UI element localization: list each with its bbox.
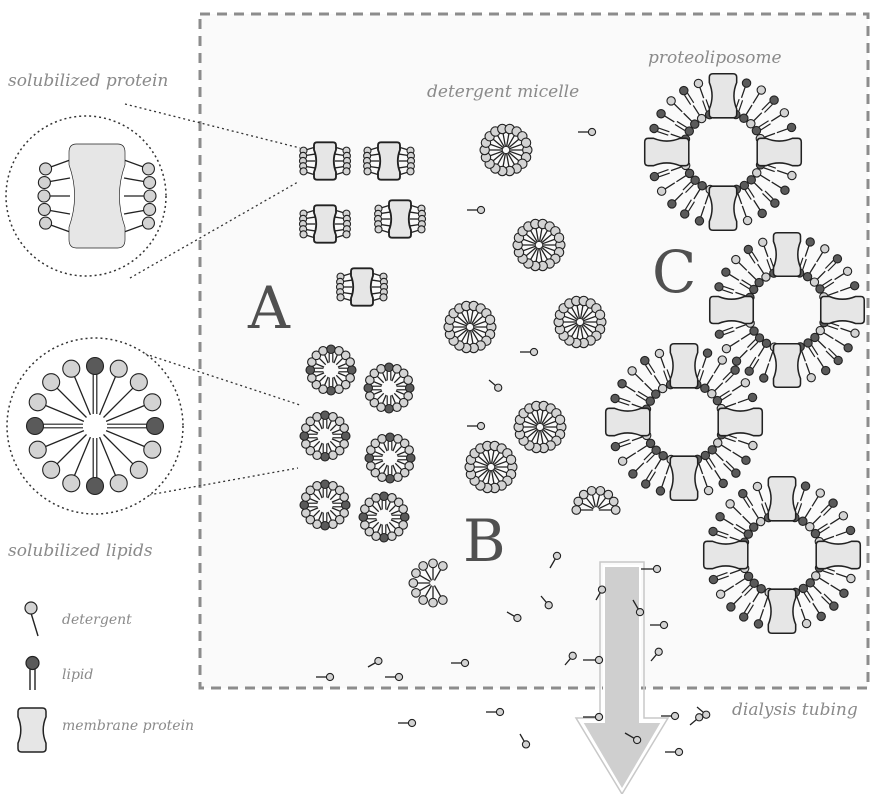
label-dialysis-tubing: dialysis tubing [732,700,858,720]
legend-label-detergent: detergent [62,612,132,628]
legend-item-detergent: detergent [25,602,132,636]
stage-label-a: A [247,274,291,342]
legend-item-membrane-protein: membrane protein [18,708,194,752]
label-solubilized-protein: solubilized protein [8,71,168,91]
label-proteoliposome: proteoliposome [648,48,782,68]
free-detergent-monomer [665,748,683,755]
free-detergent-monomer [690,714,703,725]
free-detergent-monomer [486,708,504,715]
legend-label-membrane-protein: membrane protein [62,718,194,734]
detergent-icon [25,602,38,636]
free-detergent-monomer [583,713,603,720]
membrane-protein-icon [18,708,46,752]
stage-label-b: B [463,507,506,575]
stage-label-c: C [652,238,696,306]
label-solubilized-lipids: solubilized lipids [8,541,153,561]
label-detergent-micelle: detergent micelle [427,82,579,102]
lipid-icon [26,657,39,691]
free-detergent-monomer [520,734,530,748]
legend-label-lipid: lipid [62,667,93,683]
free-detergent-monomer [398,719,416,726]
legend-item-lipid: lipid [26,657,93,691]
legend: detergent lipid membrane protein [18,602,194,752]
